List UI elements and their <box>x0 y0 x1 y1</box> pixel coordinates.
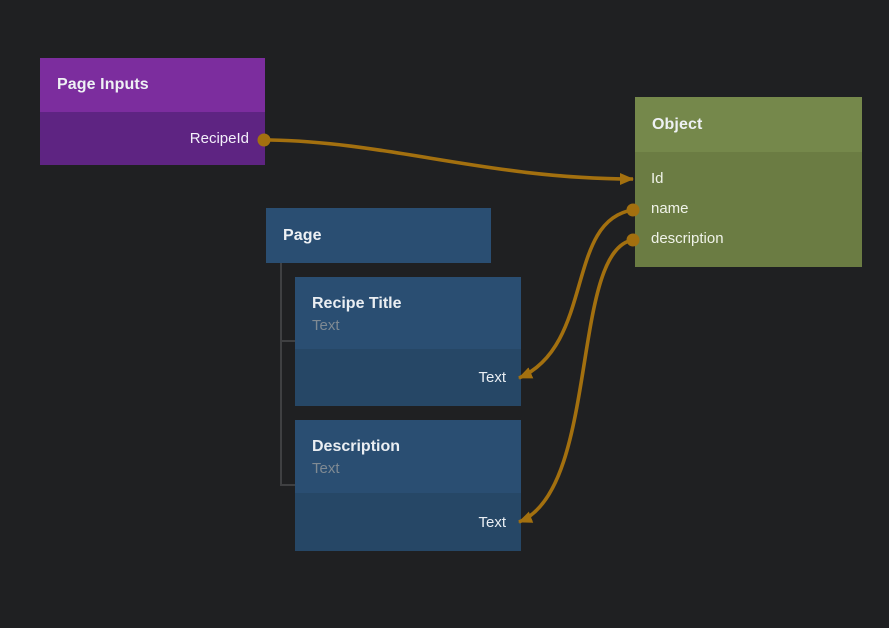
node-recipe-title[interactable]: Recipe Title Text Text <box>295 277 521 406</box>
field-label: description <box>651 229 724 247</box>
node-page-inputs[interactable]: Page Inputs RecipeId <box>40 58 265 165</box>
node-object-fields: Id name description <box>635 152 862 267</box>
tree-connector-vertical <box>280 263 282 486</box>
node-title: Page Inputs <box>57 76 149 93</box>
field-label: Id <box>651 169 664 187</box>
input-row-description-text[interactable]: Text <box>295 493 521 551</box>
connection-description-to-description-text[interactable] <box>518 238 634 524</box>
field-row-description[interactable]: description <box>635 223 862 253</box>
tree-connector-tick-recipe-title <box>280 340 295 342</box>
field-row-name[interactable]: name <box>635 193 862 223</box>
input-label: Text <box>478 513 506 531</box>
node-recipe-title-header[interactable]: Recipe Title Text <box>295 277 521 349</box>
node-description[interactable]: Description Text Text <box>295 420 521 551</box>
input-row-recipe-title-text[interactable]: Text <box>295 349 521 406</box>
node-page-inputs-header[interactable]: Page Inputs <box>40 58 265 112</box>
node-title: Object <box>652 115 703 133</box>
connection-name-to-recipe-title-text[interactable] <box>518 208 634 380</box>
node-title: Recipe Title <box>312 295 402 312</box>
output-label: RecipeId <box>189 130 249 147</box>
node-title: Description <box>312 438 401 455</box>
node-page-header[interactable]: Page <box>266 208 491 263</box>
field-row-id[interactable]: Id <box>635 163 862 193</box>
node-object[interactable]: Object Id name description <box>635 97 862 267</box>
output-row-recipeid[interactable]: RecipeId <box>40 112 265 165</box>
tree-connector-tick-description <box>280 484 295 486</box>
input-label: Text <box>478 369 506 386</box>
field-label: name <box>651 199 689 217</box>
node-page[interactable]: Page <box>266 208 491 263</box>
node-object-header[interactable]: Object <box>635 97 862 152</box>
node-subtitle: Text <box>312 317 340 334</box>
node-subtitle: Text <box>312 460 340 477</box>
node-title: Page <box>283 226 322 244</box>
connection-recipeid-to-id[interactable] <box>269 138 634 185</box>
node-description-header[interactable]: Description Text <box>295 420 521 493</box>
